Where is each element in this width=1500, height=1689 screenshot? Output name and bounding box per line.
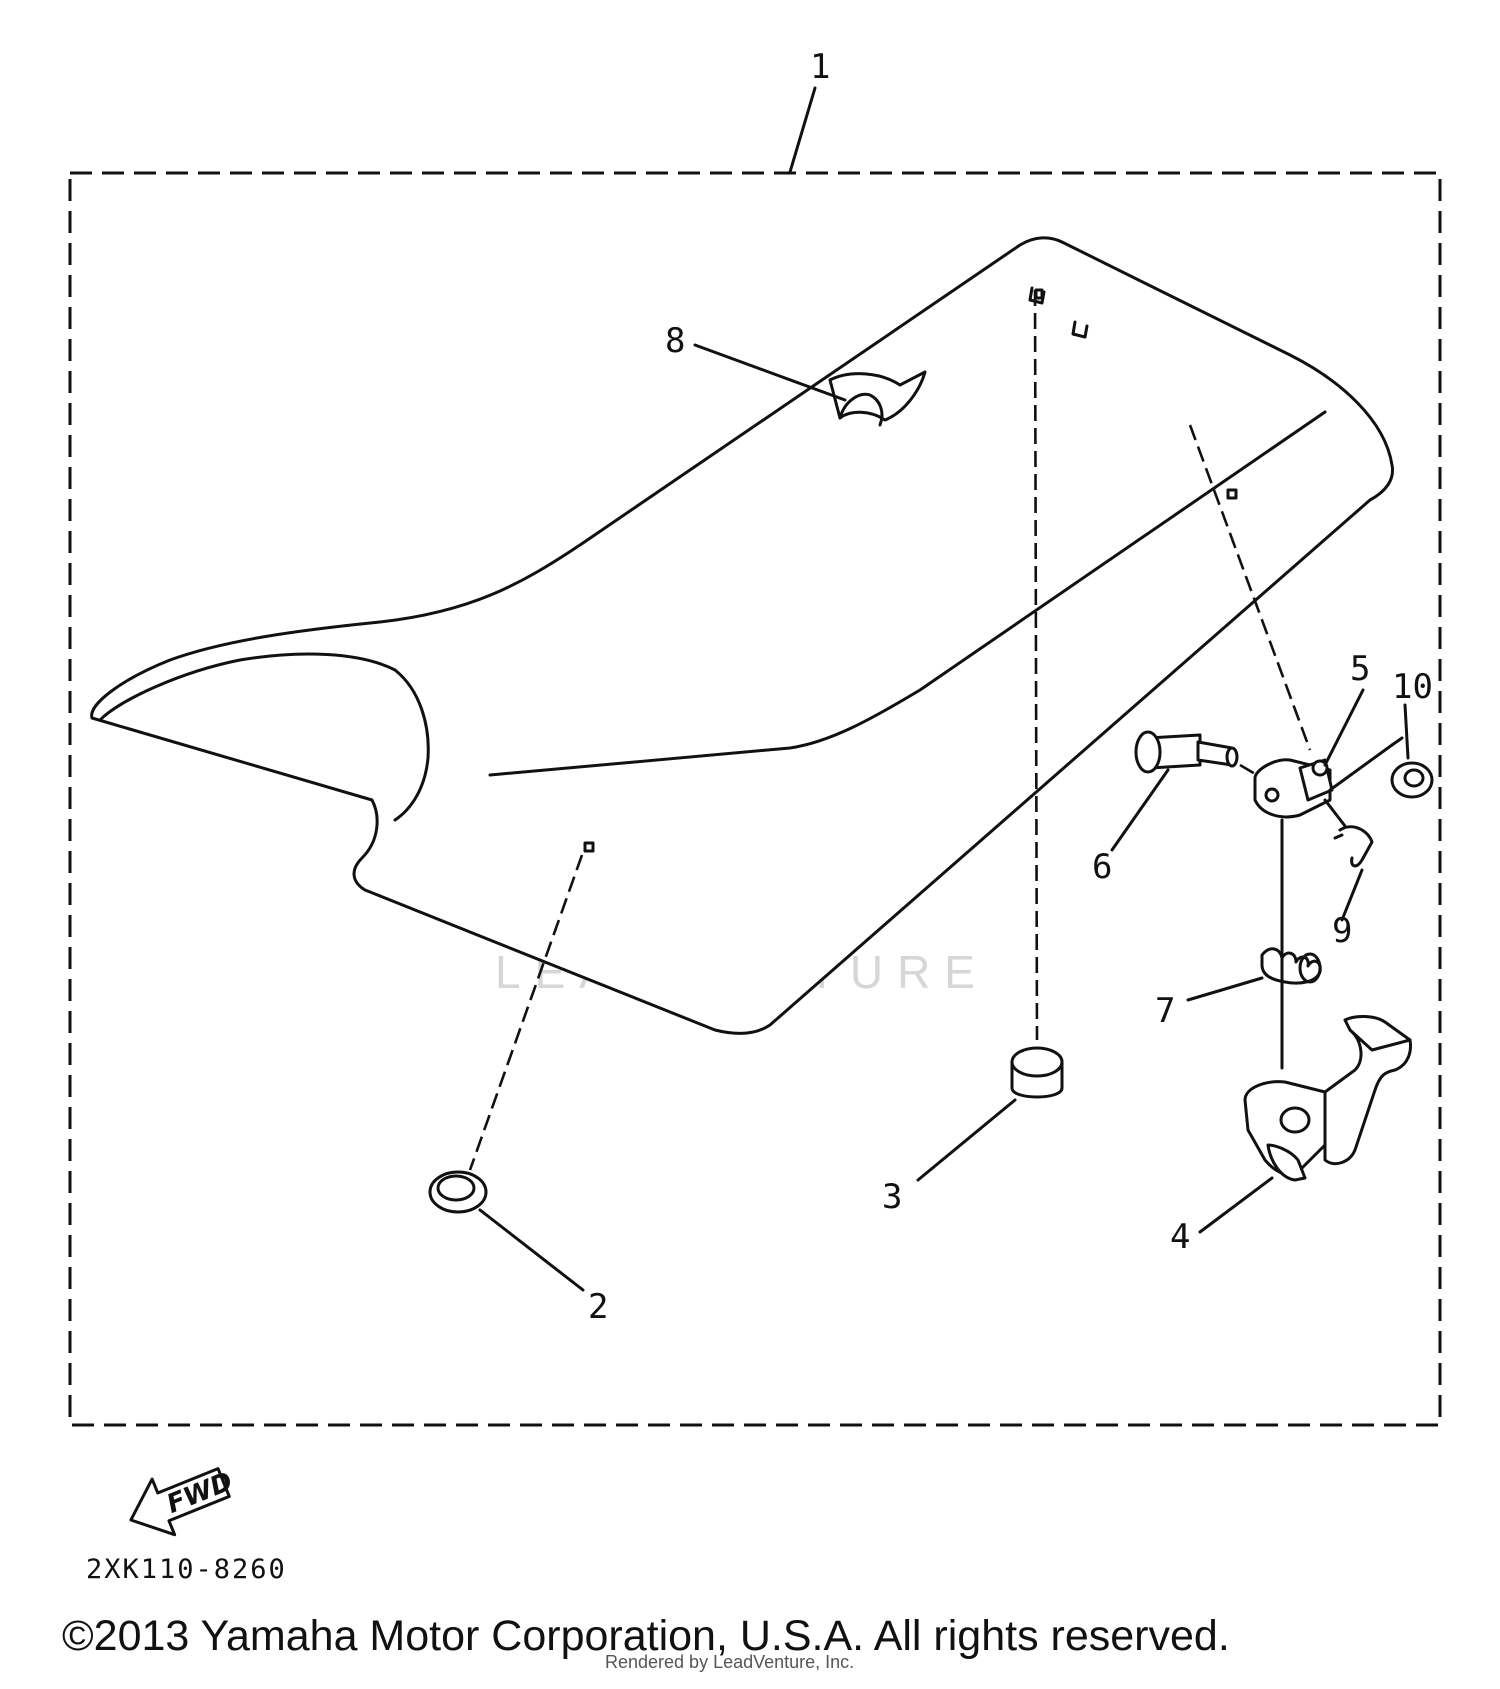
diagram-code: 2XK110-8260 [86, 1554, 287, 1585]
callout-1: 1 [810, 47, 830, 87]
leader-line-8 [693, 343, 847, 402]
callout-2: 2 [588, 1287, 608, 1327]
forward-arrow-icon: FWD [129, 1467, 237, 1537]
bumper-2 [428, 1170, 488, 1214]
dash-line-3 [1033, 289, 1039, 1041]
leader-line-10 [1403, 703, 1410, 760]
bolt-6 [1134, 730, 1239, 774]
rendered-by-notice: Rendered by LeadVenture, Inc. [605, 1652, 855, 1672]
bolt-axis [1239, 763, 1263, 780]
callout-8: 8 [665, 321, 685, 361]
leader-line-9b [1340, 868, 1364, 922]
dash-line-5 [1188, 424, 1312, 751]
grommet-10 [1390, 761, 1434, 799]
clip-9 [1333, 825, 1374, 868]
assembly-boundary [68, 171, 1442, 1427]
callout-10: 10 [1392, 667, 1433, 707]
seat [90, 236, 1395, 1035]
callout-4: 4 [1170, 1217, 1190, 1257]
clip-line-10b [1390, 736, 1404, 747]
callout-3: 3 [882, 1177, 902, 1217]
bracket-5 [1253, 758, 1334, 819]
leader-line-9 [1323, 798, 1347, 828]
leader-line-1 [788, 86, 817, 174]
callout-6: 6 [1092, 847, 1112, 887]
dash-line-2 [468, 854, 584, 1171]
leader-line-3 [916, 1098, 1017, 1182]
leader-line-2 [478, 1208, 585, 1292]
clip-line-10 [1328, 743, 1394, 792]
leader-line-5 [1323, 688, 1365, 767]
callout-9: 9 [1332, 911, 1352, 951]
spring-7 [1260, 947, 1322, 985]
latch-4 [1243, 1015, 1412, 1182]
callout-7: 7 [1155, 991, 1175, 1031]
callout-5: 5 [1350, 649, 1370, 689]
bumper-3 [1010, 1046, 1064, 1099]
leader-line-4 [1198, 1176, 1274, 1234]
copyright-notice: ©2013 Yamaha Motor Corporation, U.S.A. A… [62, 1612, 1230, 1660]
leader-line-7 [1186, 976, 1264, 1002]
leader-line-6 [1110, 768, 1170, 852]
